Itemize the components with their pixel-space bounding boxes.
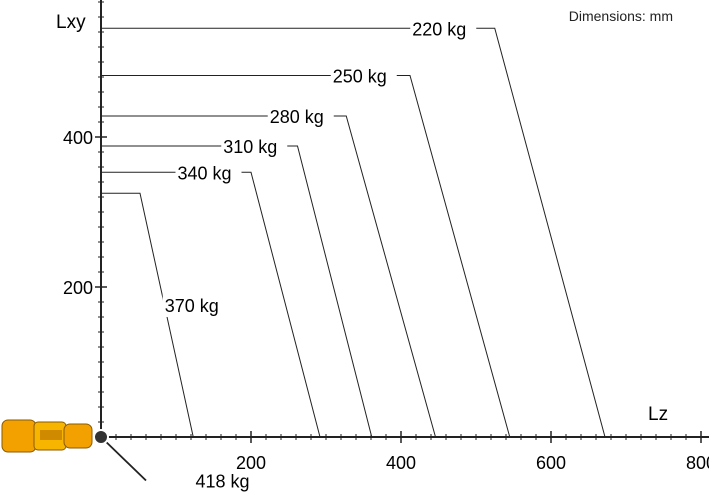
curve-label-418-kg: 418 kg — [196, 472, 250, 492]
curve-label-bg — [221, 134, 288, 158]
x-axis-label: Lz — [648, 404, 668, 425]
curve-label-bg — [330, 63, 397, 88]
y-tick-label: 200 — [63, 278, 93, 298]
series-lines: 220 kg 250 kg 280 kg 310 kg 340 kg 370 kg 418 … — [100, 16, 606, 493]
y-tick-label: 400 — [63, 128, 93, 148]
curve-label-bg — [175, 160, 242, 185]
robot-wrist-icon — [1, 419, 109, 453]
curve-220-kg — [101, 27, 606, 438]
units-note: Dimensions: mm — [569, 8, 673, 24]
curve-label-250-kg: 250 kg — [333, 67, 387, 87]
curve-label-310-kg: 310 kg — [223, 137, 277, 157]
curve-label-bg — [267, 104, 334, 128]
curve-label-370-kg: 370 kg — [165, 296, 219, 316]
curve-label-bg — [410, 16, 477, 41]
x-tick-label: 400 — [386, 453, 416, 473]
axes — [95, 0, 709, 443]
curve-label-280-kg: 280 kg — [270, 107, 324, 127]
curve-370-kg — [101, 192, 194, 438]
curve-label-220-kg: 220 kg — [412, 19, 466, 39]
x-tick-label: 800 — [686, 453, 709, 473]
minor-ticks — [98, 1, 702, 440]
curve-label-bg — [193, 468, 260, 493]
curve-250-kg — [101, 75, 511, 438]
curve-label-340-kg: 340 kg — [178, 163, 232, 183]
tick-labels: 200400600800200400600 — [63, 128, 709, 473]
curve-310-kg — [101, 145, 373, 438]
curve-280-kg — [101, 115, 436, 438]
x-tick-label: 200 — [236, 453, 266, 473]
x-tick-label: 600 — [536, 453, 566, 473]
curve-418-kg — [100, 436, 147, 482]
major-ticks — [95, 136, 702, 443]
curve-340-kg — [101, 171, 321, 438]
curve-label-bg — [162, 293, 229, 317]
y-axis-label: Lxy — [56, 12, 86, 33]
